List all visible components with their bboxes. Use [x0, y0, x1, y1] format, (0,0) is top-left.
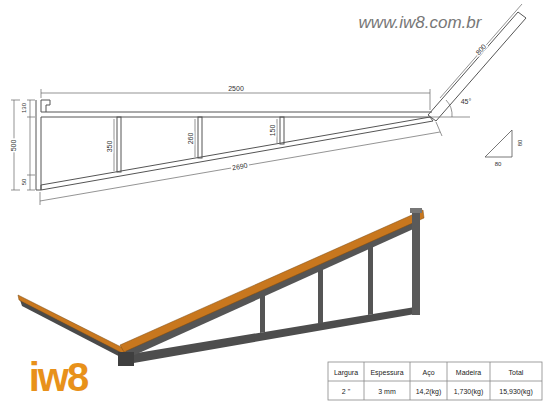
dimension-lines-part — [11, 190, 20, 191]
bracket-outline-part — [41, 100, 50, 112]
angle: 45° — [460, 98, 473, 105]
dimension-lines-part — [27, 100, 35, 101]
dimension: 150 — [270, 123, 277, 137]
weight-table-grid-part — [364, 362, 365, 400]
dimension-lines-part — [40, 192, 41, 205]
dimension-lines-part — [11, 100, 20, 101]
dimension: 80 — [494, 161, 503, 167]
bracket-render-part — [20, 300, 130, 362]
bracket-outline-part — [41, 112, 432, 113]
weight-table-grid-part — [328, 381, 542, 382]
bracket-render — [18, 208, 424, 366]
dimension-lines-part — [430, 117, 470, 118]
bracket-outline — [36, 12, 526, 190]
dimension-lines-part — [277, 119, 278, 143]
dimension-lines-part — [40, 132, 440, 201]
slope-triangle-part — [485, 130, 512, 157]
bracket-render-part — [410, 208, 422, 213]
slope-triangle — [485, 130, 512, 157]
bracket-outline-part — [41, 117, 42, 190]
dimension: 2500 — [227, 85, 245, 92]
table-cell: Largura — [334, 369, 358, 376]
weight-table-grid — [328, 362, 542, 400]
dimension: 130 — [21, 102, 27, 114]
weight-table-grid-part — [447, 362, 448, 400]
bracket-outline-part — [41, 117, 433, 190]
bracket-outline-part — [36, 190, 41, 191]
weight-table-grid-part — [410, 362, 411, 400]
dimension-lines-part — [41, 89, 42, 98]
dimension-lines-part — [27, 117, 35, 118]
dimension-lines-part — [27, 175, 35, 176]
weight-table-grid-part — [328, 362, 542, 400]
bracket-outline-part — [280, 117, 284, 144]
weight-table-grid-part — [490, 362, 491, 400]
table-cell: Espessura — [370, 369, 403, 376]
dimension-lines-part — [30, 100, 31, 190]
table-cell: 2 " — [342, 388, 350, 395]
dimension-lines — [11, 4, 522, 205]
table-cell: Aço — [422, 369, 434, 376]
dimension-lines-part — [195, 119, 196, 157]
dimension: 260 — [188, 131, 195, 145]
bracket-render-part — [120, 210, 424, 352]
bracket-render-part — [368, 240, 373, 315]
table-cell: 14,2(kg) — [416, 388, 442, 395]
bracket-outline-part — [198, 117, 202, 158]
watermark: www.iw8.com.br — [359, 14, 482, 31]
table-cell: 15,930(kg) — [499, 388, 532, 395]
table-cell: Total — [509, 369, 524, 376]
dimension: 2690 — [231, 161, 250, 171]
bracket-render-part — [18, 295, 126, 355]
dimension-lines-part — [430, 89, 431, 110]
table-cell: 1,730(kg) — [454, 388, 484, 395]
logo: iw8 — [29, 357, 87, 397]
bracket-outline-part — [117, 117, 121, 172]
bracket-outline-part — [41, 117, 430, 118]
dimension-lines-part — [446, 100, 452, 117]
dimension: 350 — [107, 139, 114, 153]
dimension-lines-part — [41, 93, 430, 94]
dimension-lines-part — [114, 119, 115, 171]
dimension: 80 — [517, 139, 523, 148]
bracket-outline-part — [36, 100, 37, 190]
bracket-render-part — [118, 352, 134, 366]
dimension: 500 — [11, 138, 18, 152]
bracket-render-part — [412, 212, 420, 315]
dimension-lines-part — [27, 190, 35, 191]
table-cell: Madeira — [456, 369, 481, 376]
table-cell: 3 mm — [378, 388, 396, 395]
dimension-lines-part — [436, 122, 442, 136]
dimension: 50 — [21, 178, 27, 187]
